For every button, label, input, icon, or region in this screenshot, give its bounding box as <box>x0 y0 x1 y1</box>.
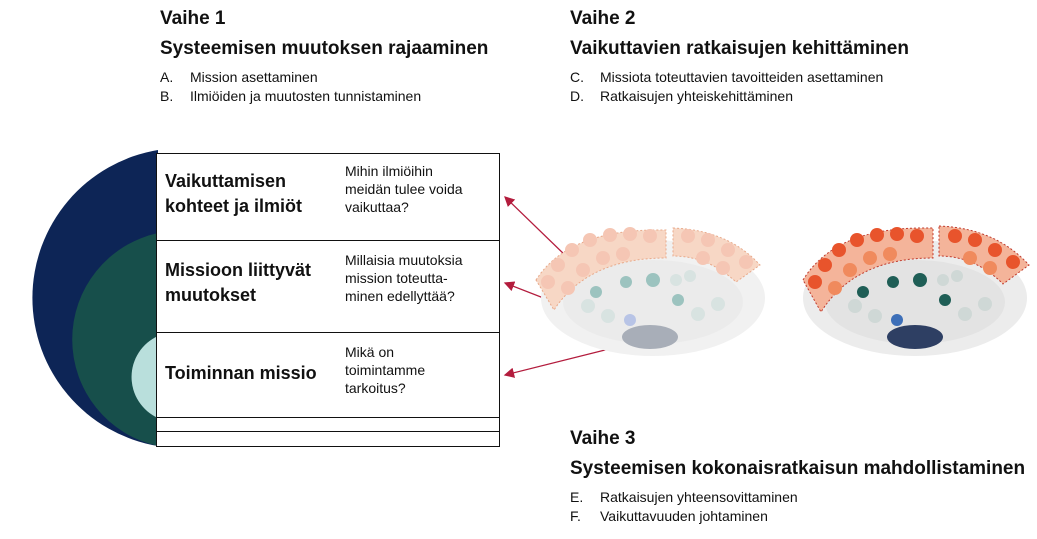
item-text: Mission asettaminen <box>190 69 318 85</box>
levels-table: Vaikuttamisen kohteet ja ilmiöt Mihin il… <box>156 153 502 447</box>
question-line: tarkoitus? <box>345 380 406 396</box>
phase-1-title: Systeemisen muutoksen rajaaminen <box>160 38 489 59</box>
level-heading: Vaikuttamisen kohteet ja ilmiöt <box>165 169 302 219</box>
ecosystem-diagram-pale <box>535 227 765 356</box>
phase-item: E. Ratkaisujen yhteensovittaminen <box>570 488 1025 507</box>
level-heading: Missioon liittyvät muutokset <box>165 258 311 308</box>
mission-layers-graphic <box>32 150 159 446</box>
question-line: Millaisia muutoksia <box>345 252 463 268</box>
item-text: Missiota toteuttavien tavoitteiden asett… <box>600 69 884 85</box>
item-text: Vaikuttavuuden johtaminen <box>600 508 768 524</box>
phase-3-label: Vaihe 3 <box>570 428 636 449</box>
phase-1: Vaihe 1 Systeemisen muutoksen rajaaminen… <box>160 7 488 106</box>
phase-2-label: Vaihe 2 <box>570 8 636 29</box>
heading-line: Toiminnan missio <box>165 363 317 383</box>
phase-2-title: Vaikuttavien ratkaisujen kehittäminen <box>570 38 909 59</box>
phase-item: A. Mission asettaminen <box>160 68 488 87</box>
item-text: Ratkaisujen yhteensovittaminen <box>600 489 798 505</box>
level-question: Mihin ilmiöihin meidän tulee voida vaiku… <box>345 162 463 216</box>
empty-row <box>156 431 500 447</box>
phase-item: D. Ratkaisujen yhteiskehittäminen <box>570 87 909 106</box>
level-question: Mikä on toimintamme tarkoitus? <box>345 343 425 397</box>
heading-line: Vaikuttamisen <box>165 171 287 191</box>
level-row-phenomena: Vaikuttamisen kohteet ja ilmiöt Mihin il… <box>156 153 500 241</box>
item-letter: D. <box>570 88 584 104</box>
phase-item: C. Missiota toteuttavien tavoitteiden ase… <box>570 68 909 87</box>
phase-item: B. Ilmiöiden ja muutosten tunnistaminen <box>160 87 488 106</box>
question-line: meidän tulee voida <box>345 181 463 197</box>
level-heading: Toiminnan missio <box>165 361 317 386</box>
phase-3: Vaihe 3 Systeemisen kokonaisratkaisun ma… <box>570 427 1025 526</box>
item-letter: B. <box>160 88 174 104</box>
level-question: Millaisia muutoksia mission toteutta- mi… <box>345 251 462 305</box>
question-line: toimintamme <box>345 362 426 378</box>
item-letter: C. <box>570 69 584 85</box>
inner-layer-shape <box>131 336 158 418</box>
phase-3-title: Systeemisen kokonaisratkaisun mahdollist… <box>570 458 1026 479</box>
item-text: Ilmiöiden ja muutosten tunnistaminen <box>190 88 422 104</box>
heading-line: kohteet ja ilmiöt <box>165 196 303 216</box>
question-line: mission toteutta- <box>345 270 448 286</box>
question-line: Mihin ilmiöihin <box>345 163 433 179</box>
item-text: Ratkaisujen yhteiskehittäminen <box>600 88 793 104</box>
ecosystem-diagram-active <box>802 225 1030 356</box>
heading-line: muutokset <box>165 285 257 305</box>
item-letter: F. <box>570 508 581 524</box>
question-line: Mikä on <box>345 344 395 360</box>
phase-2: Vaihe 2 Vaikuttavien ratkaisujen kehittä… <box>570 7 909 106</box>
level-row-mission: Toiminnan missio Mikä on toimintamme tar… <box>156 332 500 418</box>
phase-1-label: Vaihe 1 <box>160 8 226 29</box>
item-letter: E. <box>570 489 584 505</box>
item-letter: A. <box>160 69 174 85</box>
question-line: minen edellyttää? <box>345 288 455 304</box>
heading-line: Missioon liittyvät <box>165 260 312 280</box>
phase-item: F. Vaikuttavuuden johtaminen <box>570 507 1025 526</box>
level-row-changes: Missioon liittyvät muutokset Millaisia m… <box>156 240 500 333</box>
question-line: vaikuttaa? <box>345 199 409 215</box>
